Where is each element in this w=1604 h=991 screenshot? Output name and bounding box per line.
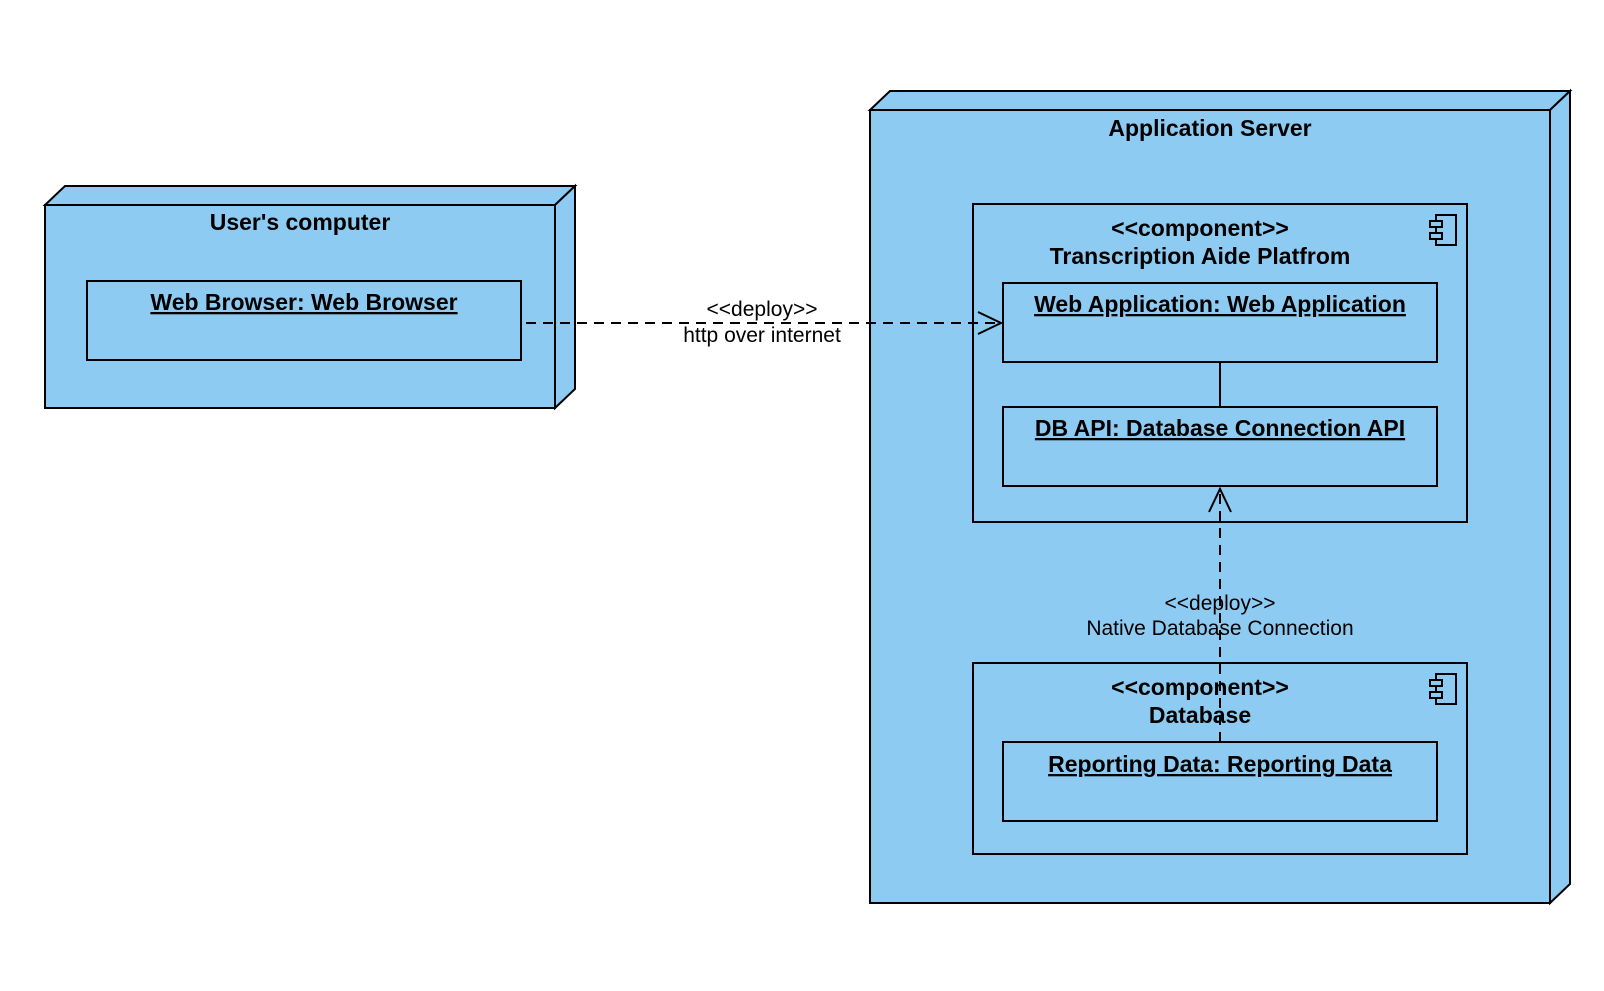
artifact-web-browser[interactable]: Web Browser: Web Browser: [86, 280, 522, 361]
edge-label-db: Native Database Connection: [1086, 617, 1353, 640]
artifact-label-db-api: DB API: Database Connection API: [1035, 415, 1405, 441]
artifact-web-application[interactable]: Web Application: Web Application: [1002, 282, 1438, 363]
node-title-application-server: Application Server: [1108, 115, 1311, 141]
arrow-head-icon: [977, 311, 1004, 335]
component-icon: [1429, 673, 1457, 705]
edge-db-deploy[interactable]: <<deploy>> Native Database Connection: [1086, 486, 1354, 742]
arrow-head-icon: [1208, 486, 1232, 513]
artifact-reporting-data[interactable]: Reporting Data: Reporting Data: [1002, 741, 1438, 822]
artifact-label-web-browser: Web Browser: Web Browser: [150, 289, 457, 315]
component-stereotype-database: <<component>>: [1111, 674, 1289, 700]
component-name-database: Database: [1149, 702, 1251, 728]
edge-http-deploy[interactable]: <<deploy>> http over internet: [526, 298, 1004, 347]
edge-stereotype-http: <<deploy>>: [707, 298, 818, 321]
component-stereotype-platform: <<component>>: [1111, 215, 1289, 241]
node-title-users-computer: User's computer: [210, 209, 391, 235]
edge-stereotype-db: <<deploy>>: [1165, 592, 1276, 615]
edge-label-http: http over internet: [683, 324, 841, 347]
artifact-label-web-application: Web Application: Web Application: [1034, 291, 1406, 317]
artifact-label-reporting-data: Reporting Data: Reporting Data: [1048, 751, 1392, 777]
component-name-platform: Transcription Aide Platfrom: [1050, 243, 1351, 269]
component-icon: [1429, 214, 1457, 246]
artifact-db-api[interactable]: DB API: Database Connection API: [1002, 406, 1438, 487]
